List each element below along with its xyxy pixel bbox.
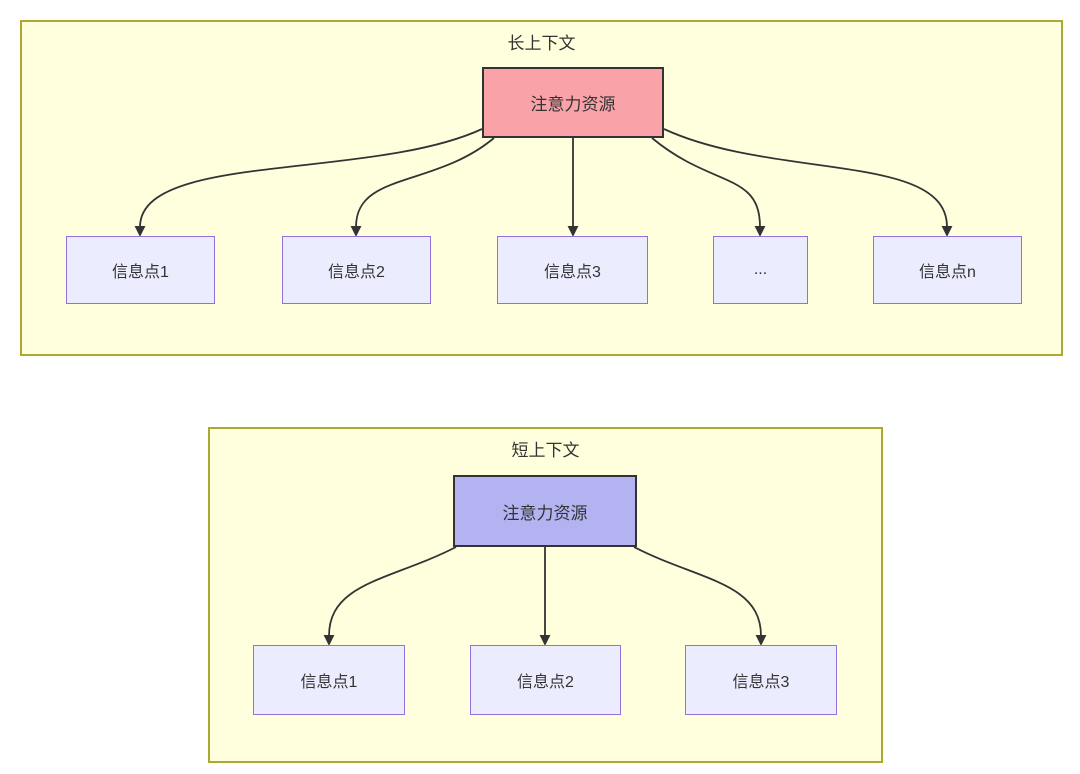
short-info-point-3-node: 信息点3 bbox=[685, 645, 837, 715]
long-info-point-1-node: 信息点1 bbox=[66, 236, 215, 304]
long-info-point-n-node: 信息点n bbox=[873, 236, 1022, 304]
long-info-point-2-node: 信息点2 bbox=[282, 236, 431, 304]
short-info-point-1-node: 信息点1 bbox=[253, 645, 405, 715]
short-context-title: 短上下文 bbox=[511, 441, 580, 460]
long-info-point-ellipsis-node: ... bbox=[713, 236, 808, 304]
long-context-title: 长上下文 bbox=[507, 34, 576, 53]
short-attention-resource-node: 注意力资源 bbox=[453, 475, 637, 547]
long-attention-resource-node: 注意力资源 bbox=[482, 67, 664, 138]
short-info-point-2-node: 信息点2 bbox=[470, 645, 621, 715]
long-info-point-3-node: 信息点3 bbox=[497, 236, 648, 304]
